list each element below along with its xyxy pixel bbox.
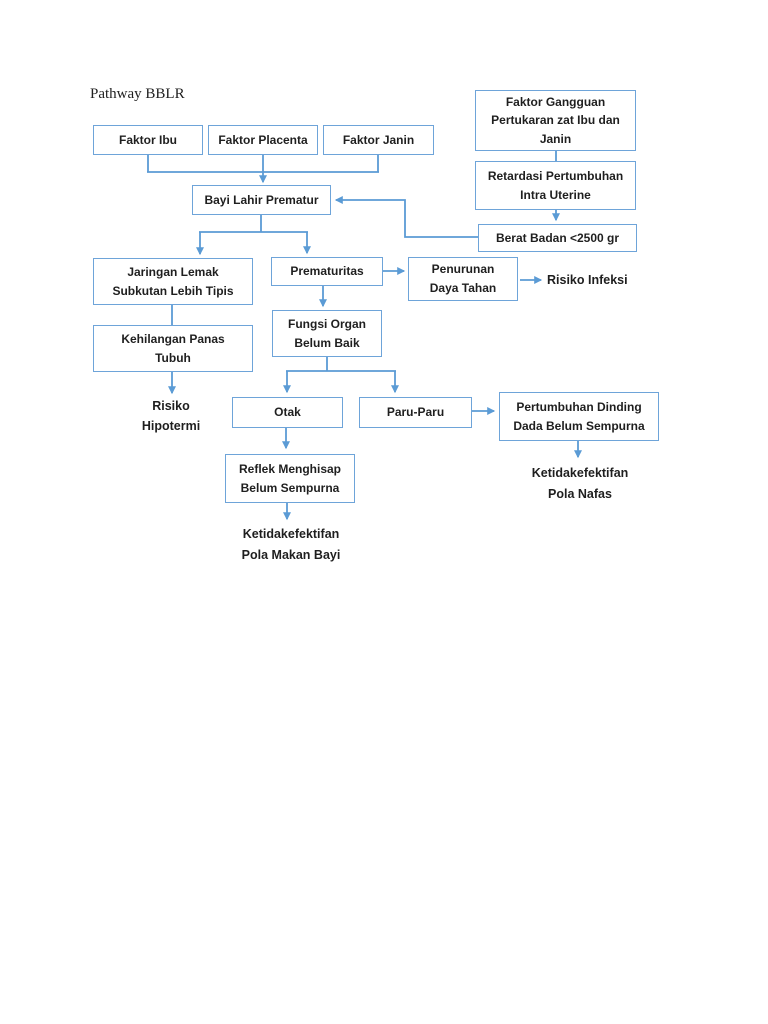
node-pertumbuhan-dinding: Pertumbuhan Dinding Dada Belum Sempurna	[499, 392, 659, 441]
node-faktor-janin: Faktor Janin	[323, 125, 434, 155]
node-penurunan-daya-tahan: Penurunan Daya Tahan	[408, 257, 518, 301]
node-faktor-placenta: Faktor Placenta	[208, 125, 318, 155]
node-paru-paru: Paru-Paru	[359, 397, 472, 428]
outcome-risiko-hipotermi: Risiko Hipotermi	[141, 399, 201, 433]
node-retardasi-pertumbuhan: Retardasi Pertumbuhan Intra Uterine	[475, 161, 636, 210]
outcome-risiko-infeksi: Risiko Infeksi	[547, 273, 628, 287]
connector-bayi-split	[199, 215, 308, 233]
node-fungsi-organ: Fungsi Organ Belum Baik	[272, 310, 382, 357]
node-berat-badan: Berat Badan <2500 gr	[478, 224, 637, 252]
node-bayi-lahir-prematur: Bayi Lahir Prematur	[192, 185, 331, 215]
diagram-title: Pathway BBLR	[90, 86, 185, 102]
node-faktor-ibu: Faktor Ibu	[93, 125, 203, 155]
node-prematuritas: Prematuritas	[271, 257, 383, 286]
node-faktor-gangguan: Faktor Gangguan Pertukaran zat Ibu dan J…	[475, 90, 636, 151]
node-reflek-menghisap: Reflek Menghisap Belum Sempurna	[225, 454, 355, 503]
connector-fungsi-split	[286, 357, 396, 372]
node-kehilangan-panas: Kehilangan Panas Tubuh	[93, 325, 253, 372]
connector-berat-to-bayi-arrow	[334, 196, 478, 238]
node-otak: Otak	[232, 397, 343, 428]
outcome-ketidakefektifan-pola-nafas: Ketidakefektifan Pola Nafas	[531, 466, 629, 501]
outcome-ketidakefektifan-pola-makan: Ketidakefektifan Pola Makan Bayi	[241, 527, 341, 562]
connector-faktor-merge	[147, 155, 379, 173]
node-jaringan-lemak: Jaringan Lemak Subkutan Lebih Tipis	[93, 258, 253, 305]
